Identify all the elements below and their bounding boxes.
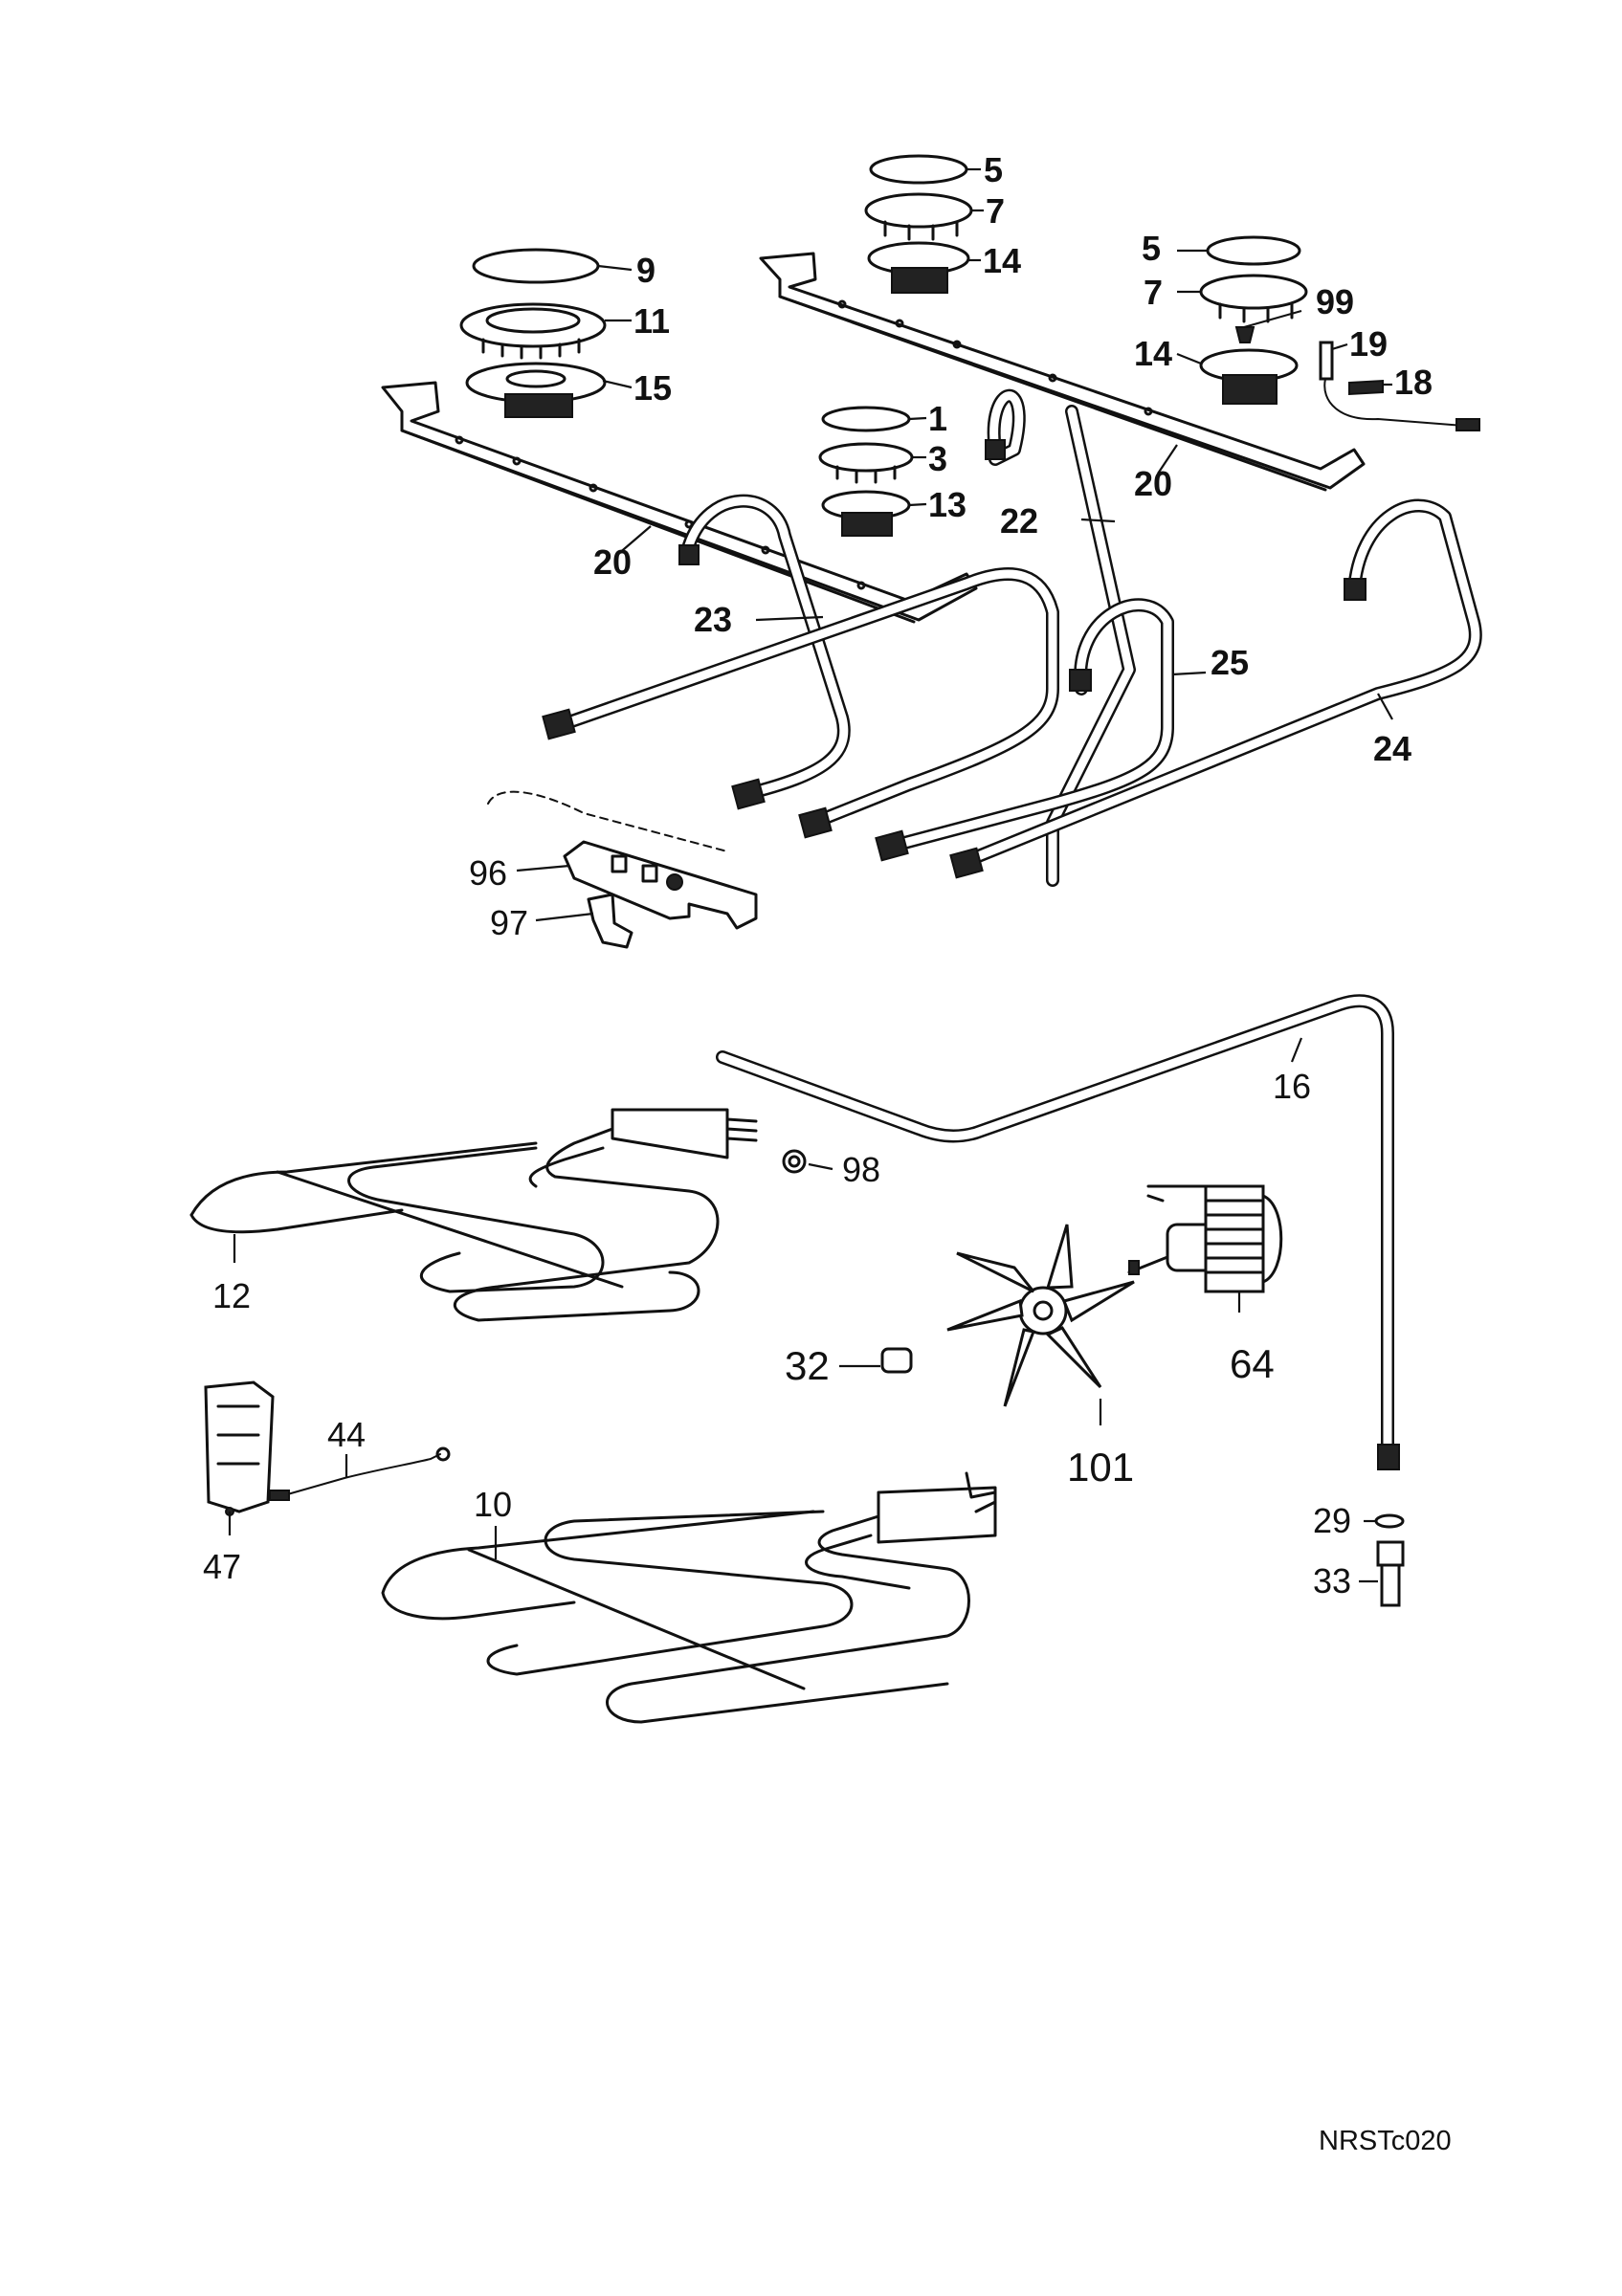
- part-labels: 9 11 15 1 3 13 5 7 14 5 7 14 99 19 18 20…: [203, 150, 1433, 1601]
- label-part-13: 13: [928, 485, 967, 524]
- burner-base-14-top: [867, 241, 970, 294]
- ignition-switch-96: [487, 790, 758, 930]
- heating-element-12: [189, 1108, 758, 1322]
- burner-cap-1: [821, 406, 911, 432]
- burner-base-15: [465, 362, 607, 418]
- label-part-7-right: 7: [1144, 273, 1163, 312]
- label-part-101: 101: [1067, 1445, 1134, 1490]
- fan-motor-64: [1127, 1184, 1283, 1293]
- pipe-nut: [542, 439, 1366, 879]
- heating-element-10: [381, 1471, 997, 1724]
- label-part-25: 25: [1211, 643, 1249, 682]
- burner-cap-9: [472, 248, 600, 284]
- gas-pipe-23: [548, 494, 1059, 829]
- label-part-19: 19: [1349, 324, 1388, 364]
- drawing-code: NRSTc020: [1319, 2126, 1452, 2156]
- washer-29: [1374, 1513, 1405, 1529]
- label-part-99: 99: [1316, 282, 1354, 321]
- ignition-wire-18: [1323, 378, 1480, 431]
- label-part-47: 47: [203, 1547, 241, 1586]
- label-part-7-top: 7: [986, 191, 1005, 231]
- thermocouple-19: [1319, 341, 1334, 381]
- terminal-block-47: [204, 1380, 275, 1516]
- label-part-98: 98: [842, 1150, 880, 1189]
- label-part-1: 1: [928, 399, 947, 438]
- bracket-20-right: [759, 252, 1366, 492]
- adaptor-33: [1376, 1540, 1405, 1607]
- burner-crown-7-top: [864, 192, 973, 241]
- label-part-12: 12: [212, 1276, 251, 1315]
- burner-crown-3: [818, 442, 914, 484]
- burner-crown-11: [459, 302, 607, 360]
- label-part-32: 32: [785, 1343, 830, 1388]
- spacer-32: [880, 1347, 913, 1374]
- gas-pipe-16: [716, 994, 1400, 1470]
- label-part-23: 23: [694, 600, 732, 639]
- burner-cap-5-right: [1206, 235, 1301, 266]
- burner-base-13: [821, 490, 911, 537]
- ignition-spring-97: [587, 893, 633, 949]
- label-part-16: 16: [1273, 1067, 1311, 1106]
- label-part-10: 10: [474, 1485, 512, 1524]
- label-part-29: 29: [1313, 1501, 1351, 1540]
- label-part-20-left: 20: [593, 542, 632, 582]
- label-part-33: 33: [1313, 1561, 1351, 1601]
- wire-44: [269, 1446, 451, 1501]
- label-part-5-top: 5: [984, 150, 1003, 189]
- oven-fan-101: [946, 1224, 1135, 1407]
- burner-base-14-right: [1199, 348, 1299, 405]
- label-part-14-top: 14: [983, 241, 1021, 280]
- label-part-15: 15: [633, 368, 672, 408]
- gas-pipe-25: [883, 598, 1174, 853]
- label-part-44: 44: [327, 1415, 366, 1454]
- label-part-14-right: 14: [1134, 334, 1172, 373]
- bracket-20-left: [381, 381, 978, 624]
- label-part-22: 22: [1000, 501, 1038, 541]
- burner-cap-5-top: [869, 154, 968, 185]
- gas-pipe-24: [960, 498, 1482, 868]
- label-part-9: 9: [636, 251, 655, 290]
- nut-98: [782, 1149, 807, 1174]
- label-part-64: 64: [1230, 1341, 1275, 1386]
- label-part-3: 3: [928, 439, 947, 478]
- label-part-18: 18: [1394, 363, 1433, 402]
- label-part-11: 11: [633, 301, 670, 341]
- label-part-96: 96: [469, 853, 507, 893]
- label-part-20-right: 20: [1134, 464, 1172, 503]
- label-part-97: 97: [490, 903, 528, 942]
- label-part-5-right: 5: [1142, 229, 1161, 268]
- gas-pipe-22: [987, 388, 1136, 887]
- leader-lines: [228, 167, 1393, 1583]
- label-part-24: 24: [1373, 729, 1411, 768]
- injector-99: [1234, 326, 1255, 343]
